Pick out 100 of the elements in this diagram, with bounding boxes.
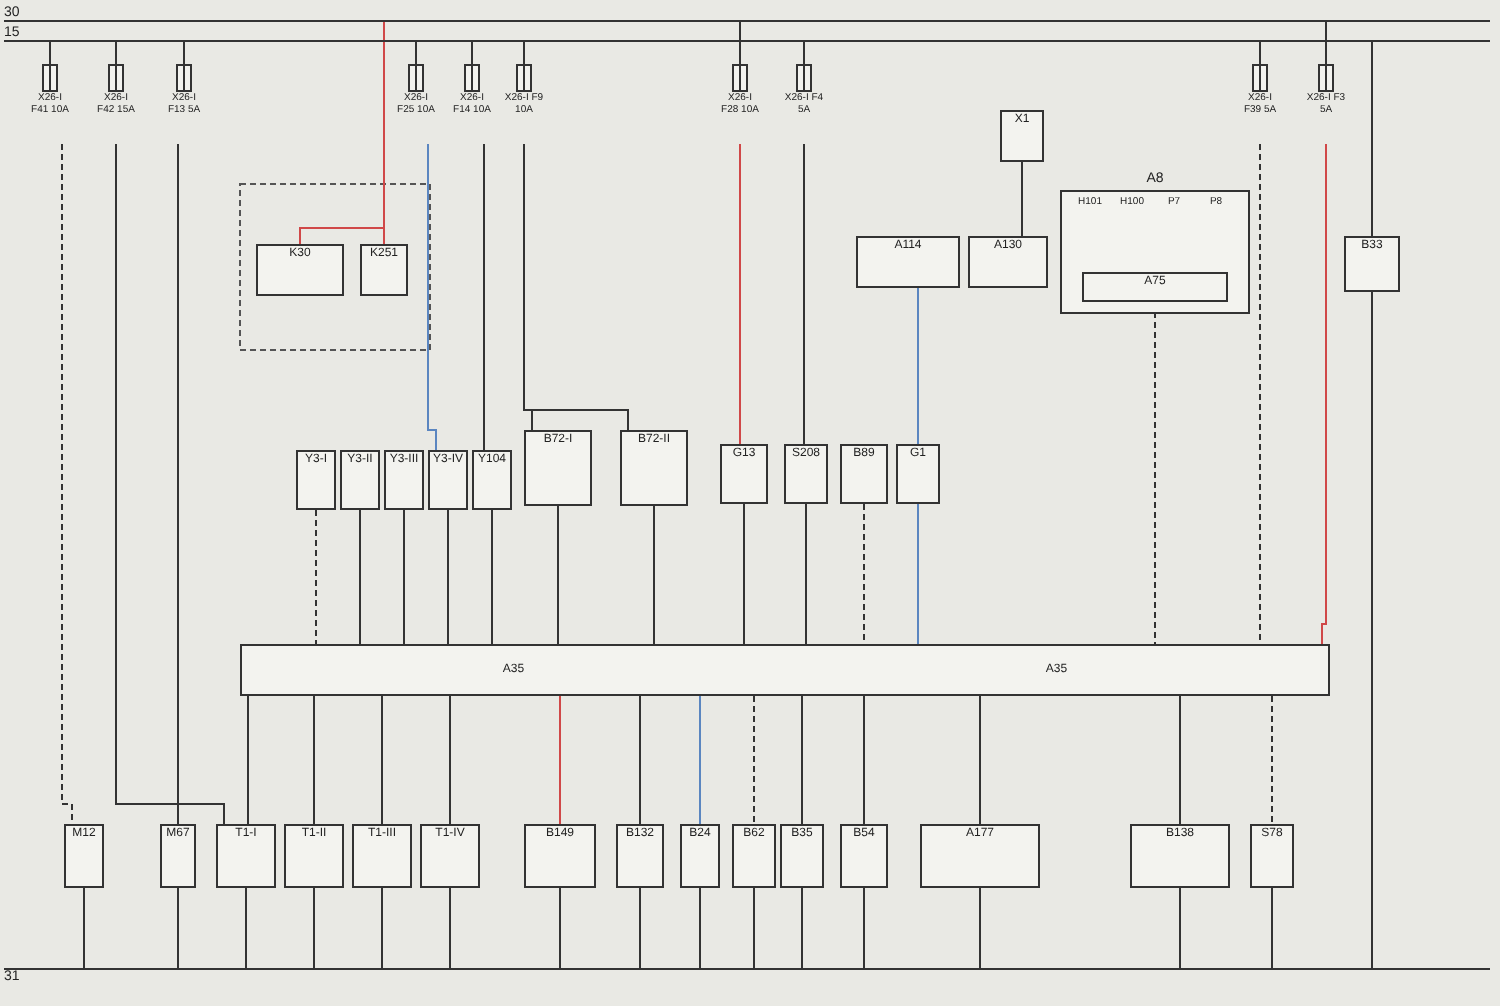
wire [115,143,225,825]
wire [483,143,485,451]
switch [1250,824,1294,888]
injector [296,450,336,510]
wire [1271,887,1273,969]
wire [381,695,383,825]
wire [863,695,865,825]
wire [1259,143,1261,645]
wire [299,227,385,245]
wire [699,695,701,825]
wire [739,21,741,65]
wire [427,143,437,451]
relay [256,244,344,296]
wire [61,143,73,825]
wire [805,503,807,645]
wire [559,887,561,969]
wire [471,41,473,65]
injector [384,450,424,510]
wire [1179,695,1181,825]
wire [449,695,451,825]
wire [247,695,249,825]
wire [1259,41,1261,65]
switch [784,444,828,504]
injector [340,450,380,510]
wire [177,887,179,969]
sensor [680,824,720,888]
sensor [620,430,688,506]
wire [523,41,525,65]
wire [739,143,741,445]
injector [428,450,468,510]
bus-bar [4,968,1490,984]
control-unit [856,236,960,288]
relay [360,244,408,296]
ignition-coil [420,824,480,888]
motor [64,824,104,888]
wire [917,503,919,645]
wire [803,41,805,65]
ignition-coil [284,824,344,888]
sensor [524,824,596,888]
sensor [840,444,888,504]
wire [403,509,405,645]
sensor [840,824,888,888]
sensor [524,430,592,506]
wire [415,41,417,65]
wire [313,695,315,825]
wire [183,41,185,65]
generator [896,444,940,504]
wire [449,887,451,969]
wire [245,887,247,969]
wire [115,41,117,65]
sensor [780,824,824,888]
sensor [1344,236,1400,292]
wire [1371,41,1373,237]
engine-control-unit [240,644,1330,696]
wire [83,887,85,969]
ignition-coil [352,824,412,888]
wire [863,887,865,969]
wire [447,509,449,645]
wire [557,505,559,645]
wire [491,509,493,645]
resistor [160,824,196,888]
wire [803,143,805,445]
wire [979,695,981,825]
wire [653,505,655,645]
sensor [732,824,776,888]
bus-bar [4,6,1490,22]
wire [1325,21,1327,65]
sensor [616,824,664,888]
wire [863,503,865,645]
wire [1371,291,1373,969]
wire [639,695,641,825]
valve [472,450,512,510]
wire [753,695,755,825]
generator [720,444,768,504]
wire [743,503,745,645]
wire [1271,695,1273,825]
wire [559,695,561,825]
ignition-coil [216,824,276,888]
sensor [1130,824,1230,888]
wire [383,21,385,245]
wire [801,695,803,825]
wire [359,509,361,645]
control-unit [1082,272,1228,302]
wire [1321,143,1327,645]
wire [639,887,641,969]
wire [177,143,179,825]
connector [1000,110,1044,162]
wire [917,287,919,445]
wire [381,887,383,969]
wire [49,41,51,65]
wire [699,887,701,969]
wire [523,143,629,431]
wire [1179,887,1181,969]
throttle-unit [920,824,1040,888]
wire [801,887,803,969]
wire [1021,161,1023,237]
bus-bar [4,26,1490,42]
wire [979,887,981,969]
control-unit [968,236,1048,288]
wire [313,887,315,969]
